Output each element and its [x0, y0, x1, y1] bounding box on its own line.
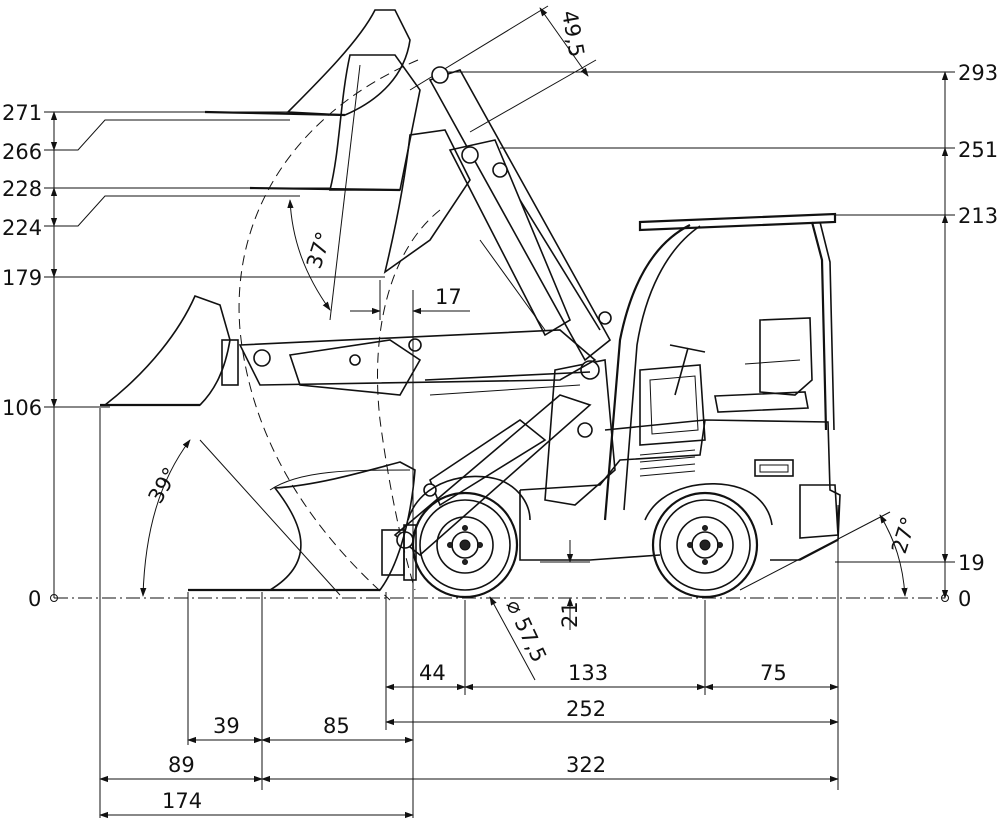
lift-arm-level: [238, 329, 597, 396]
right-label-0: 0: [958, 587, 971, 611]
front-wheel: [411, 491, 519, 599]
left-label-106: 106: [2, 396, 42, 420]
dim-75: 75: [760, 661, 787, 685]
lift-arm-lowered: [393, 394, 592, 557]
left-label-271: 271: [2, 101, 42, 125]
left-label-179: 179: [2, 266, 42, 290]
loader-body: [519, 212, 841, 561]
rear-wheel: [651, 491, 759, 599]
dim-322: 322: [566, 753, 606, 777]
bucket-level: [100, 294, 239, 407]
dim-252: 252: [566, 697, 606, 721]
right-label-293: 293: [958, 61, 998, 85]
dim-85: 85: [323, 714, 350, 738]
front-fender: [407, 475, 531, 521]
bucket-top-dumped: [249, 54, 421, 192]
left-height-scale: [44, 111, 385, 598]
angle-39: 39°: [144, 463, 183, 507]
left-label-0: 0: [28, 587, 41, 611]
wheel-diameter-leader: [489, 596, 536, 681]
dim-89: 89: [168, 753, 195, 777]
angle-37: 37°: [302, 229, 336, 272]
left-label-266: 266: [2, 140, 42, 164]
bottom-dimension-lines: [99, 683, 839, 819]
clearance-lines: [540, 540, 590, 630]
dim-ground-clearance: 21: [558, 601, 582, 628]
dim-174: 174: [162, 789, 202, 813]
bucket-mid-dumped: [383, 129, 471, 274]
rear-fender: [644, 483, 773, 526]
bottom-extension-lines: [99, 300, 839, 818]
lift-arm-raised: [428, 66, 612, 362]
bucket-top-raised: [204, 9, 411, 117]
right-label-251: 251: [958, 138, 998, 162]
right-height-scale: [440, 71, 955, 599]
right-label-213: 213: [958, 204, 998, 228]
dim-49-5: 49,5: [557, 9, 589, 59]
dim-44: 44: [419, 661, 446, 685]
right-label-19: 19: [958, 551, 985, 575]
dim-133: 133: [568, 661, 608, 685]
bucket-ground: [188, 461, 417, 592]
swing-arcs: [140, 59, 908, 601]
ground-line: [50, 594, 949, 602]
angle-27: 27°: [887, 514, 921, 557]
dim-39: 39: [213, 714, 240, 738]
left-label-228: 228: [2, 177, 42, 201]
dim-17: 17: [435, 285, 462, 309]
left-label-224: 224: [2, 216, 42, 240]
